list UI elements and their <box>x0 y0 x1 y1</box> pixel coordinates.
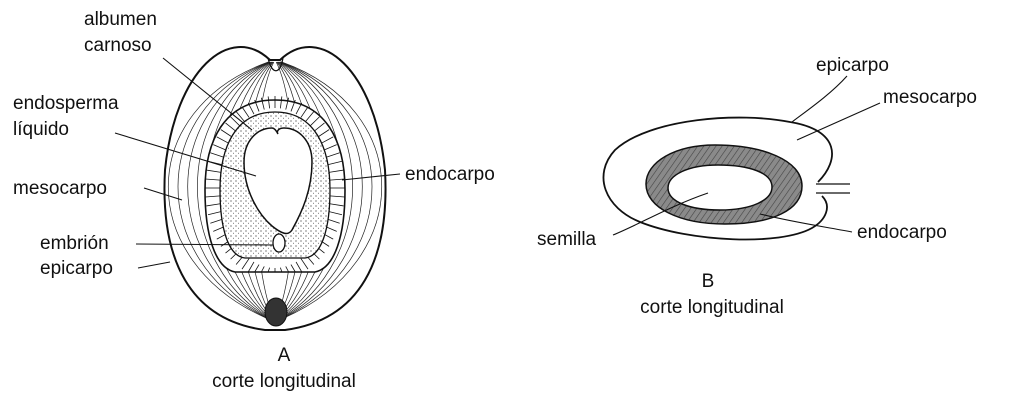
figure-b-letter: B <box>702 271 715 292</box>
figure-a-letter: A <box>278 345 291 366</box>
coconut-section-a <box>164 47 385 330</box>
label-endosperma-line1: endosperma <box>13 93 119 114</box>
label-endocarpo-b: endocarpo <box>857 222 947 243</box>
leader-epicarpo-b <box>792 76 847 122</box>
label-albumen-line2: carnoso <box>84 35 152 56</box>
label-mesocarpo-b: mesocarpo <box>883 87 977 108</box>
figure-a-caption: corte longitudinal <box>212 371 356 392</box>
label-embrion: embrión <box>40 233 109 254</box>
coconut-section-b <box>603 118 850 240</box>
label-semilla: semilla <box>537 229 597 250</box>
leader-epicarpo-a <box>138 262 170 268</box>
label-mesocarpo-a: mesocarpo <box>13 178 107 199</box>
figure-b-caption: corte longitudinal <box>640 297 784 318</box>
label-endosperma-line2: líquido <box>13 119 69 140</box>
label-epicarpo-a: epicarpo <box>40 258 113 279</box>
label-endocarpo-a: endocarpo <box>405 164 495 185</box>
label-epicarpo-b: epicarpo <box>816 55 889 76</box>
bottom-knot-a <box>265 298 287 326</box>
label-albumen-line1: albumen <box>84 9 157 30</box>
seed-b <box>668 165 772 210</box>
embryo-a <box>273 234 285 252</box>
